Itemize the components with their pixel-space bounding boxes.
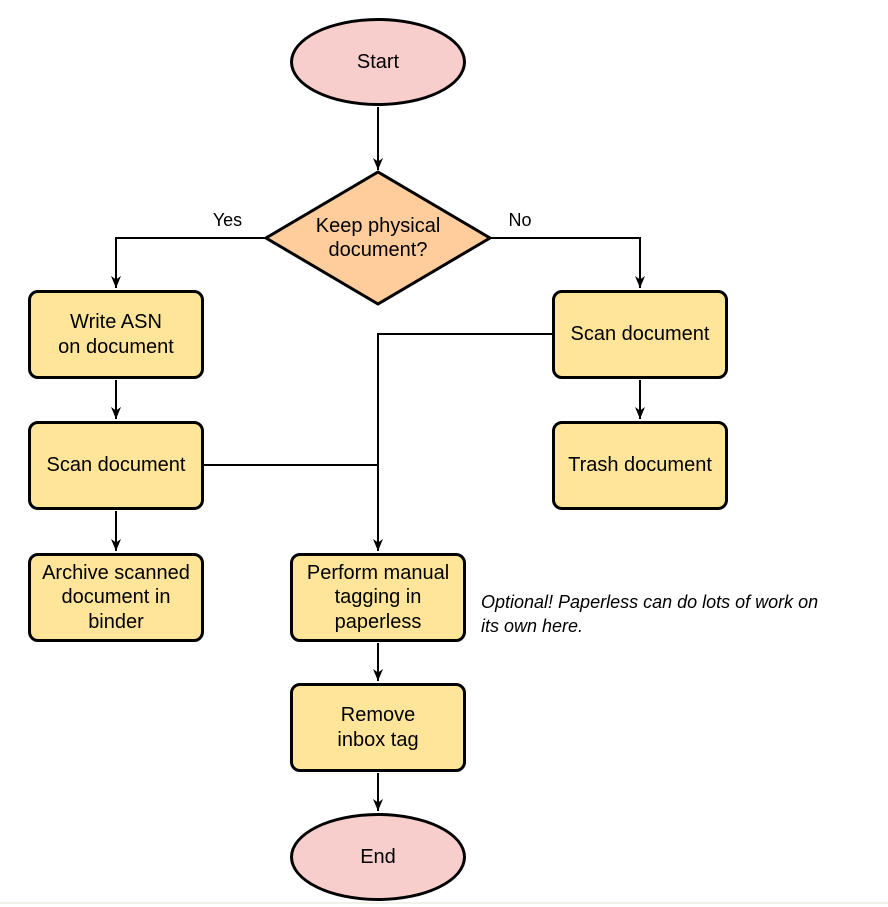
- remove-inbox-tag-node: Remove inbox tag: [290, 683, 466, 772]
- remove-inbox-tag-label: Remove inbox tag: [337, 704, 419, 751]
- scan-document-right-label: Scan document: [570, 323, 710, 346]
- optional-annotation: Optional! Paperless can do lots of work …: [481, 592, 819, 637]
- perform-tagging-label: Perform manual tagging in paperless: [306, 561, 450, 633]
- end-node: End: [290, 813, 466, 901]
- scan-document-left-label: Scan document: [46, 454, 186, 477]
- archive-node: Archive scanned document in binder: [28, 553, 204, 642]
- decision-label: Keep physical document?: [315, 214, 441, 261]
- edge-decision-yes-to-write-asn: [111, 237, 266, 288]
- decision-shape: [263, 170, 493, 306]
- write-asn-node: Write ASN on document: [28, 290, 204, 379]
- edge-label-no: No: [508, 210, 532, 230]
- edge-scan-right-to-perform: [373, 333, 552, 551]
- edge-decision-no-to-scan-right: [490, 237, 645, 288]
- scan-document-left-node: Scan document: [28, 421, 204, 510]
- start-label: Start: [356, 50, 400, 73]
- edge-label-yes: Yes: [212, 210, 243, 230]
- page-bottom-divider: [0, 902, 888, 904]
- trash-document-node: Trash document: [552, 421, 728, 510]
- trash-document-label: Trash document: [568, 454, 712, 477]
- perform-tagging-node: Perform manual tagging in paperless: [290, 553, 466, 642]
- end-label: End: [360, 845, 396, 868]
- start-node: Start: [290, 18, 466, 106]
- scan-document-right-node: Scan document: [552, 290, 728, 379]
- archive-label: Archive scanned document in binder: [42, 561, 190, 633]
- decision-node-label: Keep physical document?: [278, 200, 478, 276]
- write-asn-label: Write ASN on document: [58, 311, 174, 358]
